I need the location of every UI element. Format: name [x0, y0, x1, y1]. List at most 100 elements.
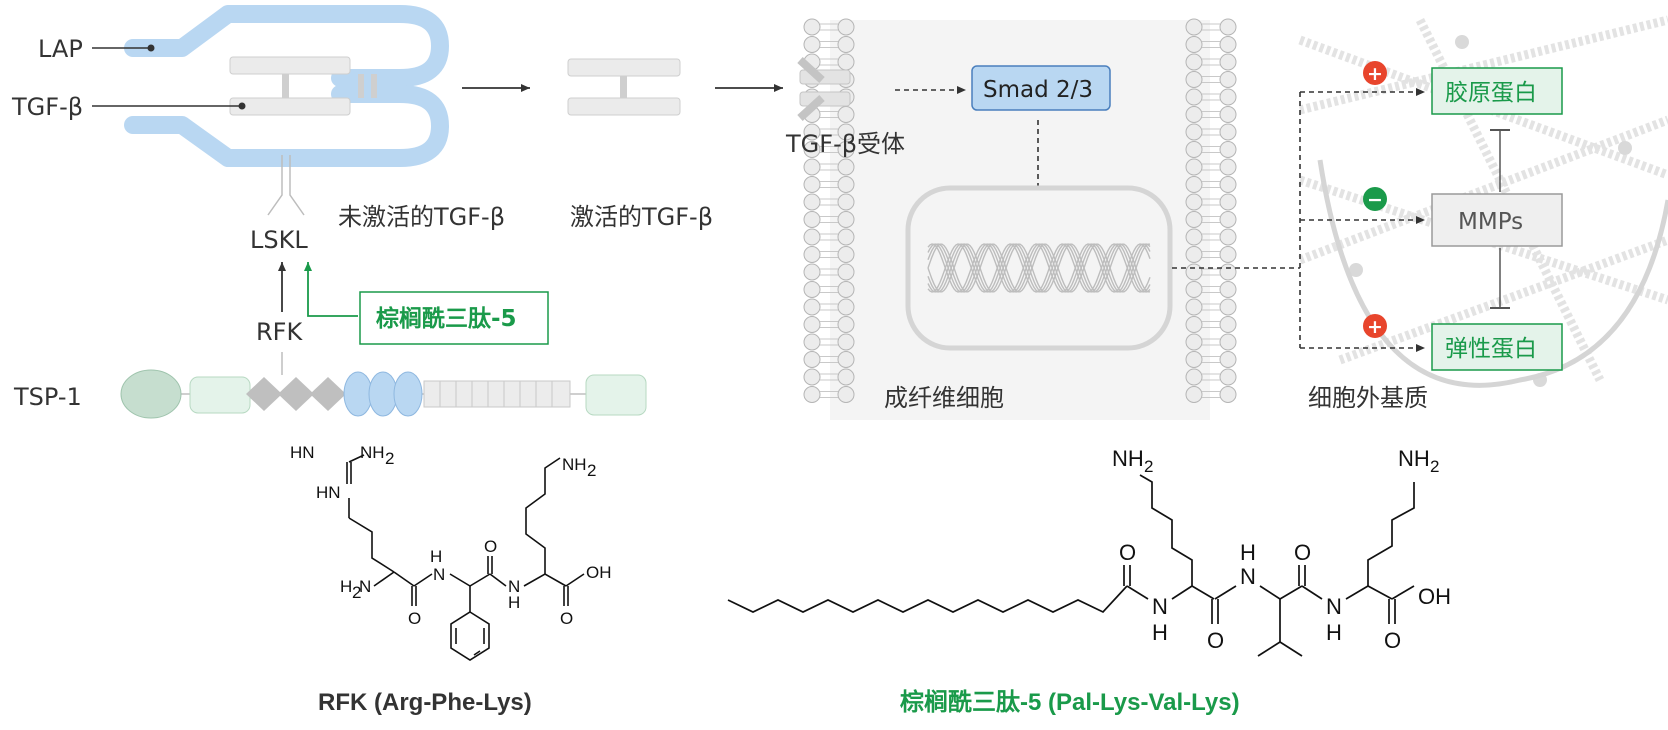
lipid-head — [837, 123, 855, 141]
collagen-fiber — [1338, 235, 1668, 365]
receptor-label: TGF-β受体 — [785, 130, 905, 158]
rfk-nh2-lys-sub: 2 — [587, 461, 596, 480]
lipid-head — [1219, 228, 1237, 246]
lipid-head — [1219, 263, 1237, 281]
rfk-h2n-n: N — [359, 577, 371, 596]
rfk-h2n-h: H — [340, 577, 352, 596]
lipid-head — [803, 36, 821, 53]
rfk-hn-top: HN — [290, 443, 315, 462]
lipid-head — [1219, 386, 1237, 403]
lap-upper-arm — [124, 5, 449, 87]
membrane-right — [1185, 18, 1237, 403]
rfk-amide-n: N — [433, 565, 445, 584]
lipid-head — [1219, 211, 1237, 228]
rfk-o2: O — [484, 537, 497, 556]
lipid-head — [837, 368, 855, 386]
lipid-head — [1219, 88, 1237, 106]
lipid-head — [1219, 71, 1237, 88]
ecm-label: 细胞外基质 — [1308, 384, 1428, 412]
pal-atom-labels: NH 2 NH 2 O N H O H N O N H OH O — [1112, 446, 1451, 653]
fiber-node — [1618, 141, 1632, 155]
lipid-head — [803, 211, 821, 228]
pal-o3: O — [1294, 540, 1311, 565]
lipid-head — [1219, 193, 1237, 211]
lipid-head — [1185, 316, 1203, 333]
latent-tgf-complex — [92, 5, 449, 216]
lipid-head — [837, 36, 855, 53]
dna-strand — [927, 243, 1151, 293]
pal-n2: N — [1240, 564, 1256, 589]
lipid-head — [803, 158, 821, 176]
tsp1-vwc-domain — [189, 376, 251, 414]
tsp1-repeat-blocks — [423, 380, 571, 408]
pal-o2: O — [1207, 628, 1224, 653]
lipid-head — [803, 246, 821, 263]
plus-sign-collagen: + — [1367, 63, 1383, 85]
lipid-head — [1185, 53, 1203, 71]
lipid-head — [1219, 298, 1237, 316]
tsp1-label: TSP-1 — [13, 383, 82, 411]
ecm-fibers — [1298, 15, 1668, 387]
fibroblast-label: 成纤维细胞 — [884, 384, 1004, 412]
pal-h2: H — [1240, 540, 1256, 565]
lipid-head — [803, 193, 821, 211]
rfk-o1: O — [408, 609, 421, 628]
lskl-stem — [267, 155, 283, 216]
lipid-head — [1185, 158, 1203, 176]
minus-badge-mmps: − — [1363, 187, 1387, 211]
lipid-head — [1185, 211, 1203, 228]
lipid-head — [803, 123, 821, 141]
dna-strand — [927, 243, 1151, 293]
pal-n1: N — [1152, 594, 1168, 619]
rfk-label: RFK — [256, 318, 303, 346]
lipid-head — [803, 176, 821, 193]
lipid-head — [837, 158, 855, 176]
lipid-head — [1219, 333, 1237, 351]
lipid-head — [1219, 316, 1237, 333]
lipid-head — [803, 316, 821, 333]
tgf-receptor — [797, 57, 851, 121]
lipid-head — [837, 193, 855, 211]
rfk-amide2-h: H — [508, 593, 520, 612]
rfk-nh2-top-sub: 2 — [385, 449, 394, 468]
lipid-head — [1185, 368, 1203, 386]
rfk-amide2-n: N — [508, 577, 520, 596]
tgf-bar-bottom — [229, 97, 351, 116]
lipid-head — [837, 281, 855, 298]
lipid-head — [837, 246, 855, 263]
lipid-head — [1185, 246, 1203, 263]
fiber-node — [1349, 263, 1363, 277]
tsp1-diamond-3 — [310, 377, 346, 411]
lipid-head — [1185, 106, 1203, 123]
receptor-fork — [797, 57, 825, 121]
collagen-fiber — [1298, 35, 1668, 180]
peptide-box-label: 棕榈酰三肽-5 — [376, 305, 517, 332]
lipid-head — [837, 316, 855, 333]
tsp1-blue-3 — [393, 371, 423, 417]
lipid-head — [1219, 246, 1237, 263]
pal-n3: N — [1326, 594, 1342, 619]
mmps-box — [1431, 193, 1563, 247]
lap-lower-arm — [124, 85, 449, 167]
rfk-hn-low: HN — [316, 483, 341, 502]
tsp1-blue-2 — [368, 371, 398, 417]
collagen-box — [1431, 67, 1563, 115]
lipid-head — [803, 281, 821, 298]
lipid-head — [1219, 123, 1237, 141]
rfk-amide-h: H — [430, 547, 442, 566]
plus-badge-elastin: + — [1363, 314, 1387, 338]
lipid-head — [1185, 36, 1203, 53]
mmps-label: MMPs — [1458, 209, 1523, 235]
smad-box — [971, 65, 1111, 111]
rfk-atom-labels: HN NH 2 HN H 2 N H N O O O N H OH NH 2 — [290, 443, 612, 628]
lipid-head — [803, 298, 821, 316]
elastin-box — [1431, 323, 1563, 371]
tsp1-diamond-2 — [278, 377, 314, 411]
lipid-head — [1185, 386, 1203, 403]
pal-nh2-2-sub: 2 — [1430, 457, 1439, 476]
lipid-head — [1185, 71, 1203, 88]
lipid-head — [837, 386, 855, 403]
lipid-head — [837, 176, 855, 193]
lipid-head — [1219, 106, 1237, 123]
